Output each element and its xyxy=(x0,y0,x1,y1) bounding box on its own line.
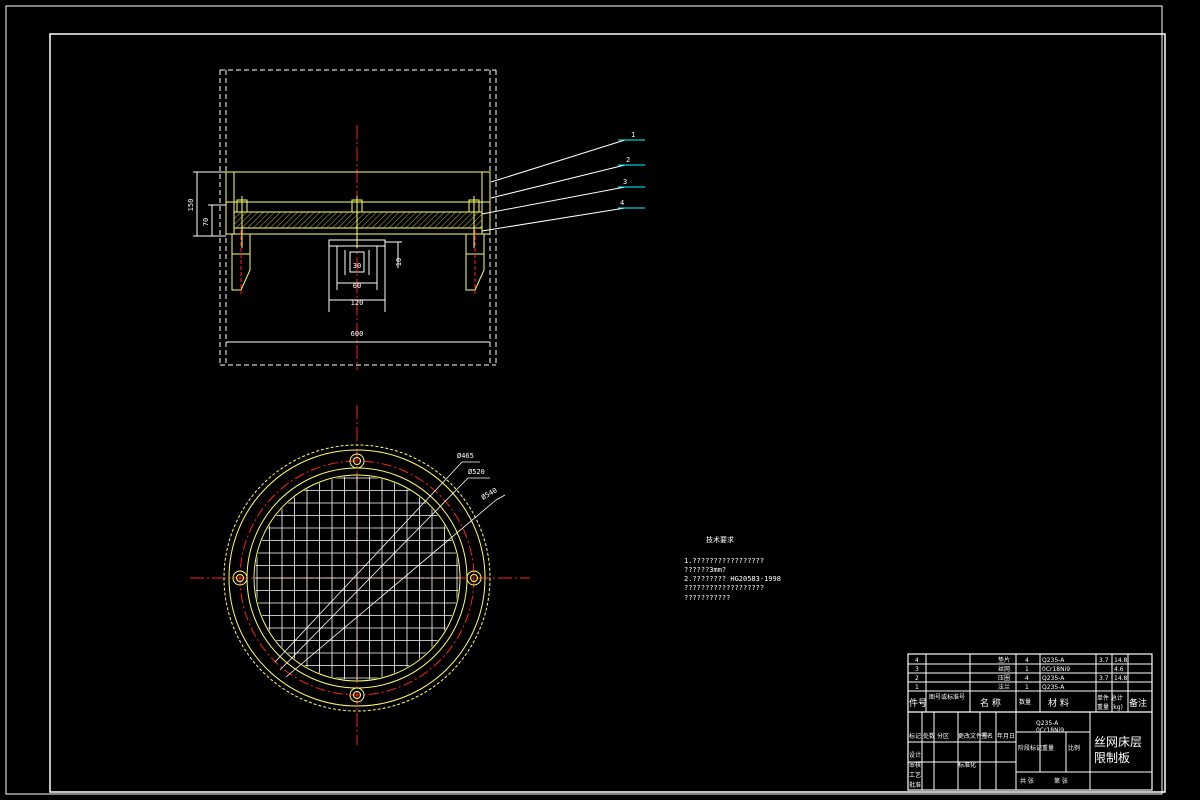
label-stage: 阶段标记 xyxy=(1018,744,1042,752)
title-block-fields: Q235-A 0Cr18Ni9 标记 处数 分区 更改文件号 签名 年月日 设计… xyxy=(909,720,1142,789)
material-2: 0Cr18Ni9 xyxy=(1036,727,1064,734)
label-count: 处数 xyxy=(923,732,935,740)
label-sheet: 第 张 xyxy=(1054,777,1068,785)
label-sign: 签名 xyxy=(981,732,993,740)
dim-bolt: 30 xyxy=(353,262,361,270)
label-change-doc: 更改文件号 xyxy=(958,732,988,740)
label-weight: 重量 xyxy=(1042,744,1054,752)
part-total-weight: 14.8 xyxy=(1114,657,1128,664)
section-view: 150 70 30 10 60 120 600 1 2 3 4 xyxy=(187,69,645,370)
dim-overall-width: 600 xyxy=(351,330,364,338)
label-scale: 比例 xyxy=(1068,744,1080,752)
dim-height-total: 150 xyxy=(187,199,195,212)
dim-diameter-540: Ø540 xyxy=(480,486,499,501)
drawing-title-line-1: 丝网床层 xyxy=(1094,735,1142,749)
part-no: 2 xyxy=(915,675,919,682)
dim-diameter-520: Ø520 xyxy=(468,468,485,476)
part-unit-weight: 3.7 xyxy=(1099,675,1109,682)
part-unit-weight: 3.7 xyxy=(1099,657,1109,664)
outer-border xyxy=(5,5,1163,795)
technical-notes-title: 技术要求 xyxy=(706,535,734,544)
label-date: 年月日 xyxy=(997,732,1015,740)
part-material: Q235-A xyxy=(1042,684,1065,691)
leader-label-2: 2 xyxy=(626,156,630,164)
title-block xyxy=(907,653,1153,791)
part-material: Q235-A xyxy=(1042,657,1065,664)
dim-diameter-465: Ø465 xyxy=(457,452,474,460)
header-standard: 图号或标准号 xyxy=(929,693,965,701)
inner-border xyxy=(49,33,1166,793)
part-qty: 1 xyxy=(1025,684,1029,691)
part-total-weight: 14.8 xyxy=(1114,675,1128,682)
part-qty: 4 xyxy=(1025,675,1029,682)
part-no: 1 xyxy=(915,684,919,691)
label-zone: 分区 xyxy=(937,732,949,740)
part-name: 垫片 xyxy=(998,656,1010,664)
leader-label-3: 3 xyxy=(623,178,627,186)
header-material: 材 料 xyxy=(1048,697,1069,709)
header-name: 名 称 xyxy=(980,697,1001,709)
part-name: 丝网 xyxy=(998,665,1010,673)
drawing-title-line-2: 限制板 xyxy=(1094,751,1130,765)
part-no: 3 xyxy=(915,666,919,673)
part-no: 4 xyxy=(915,657,919,664)
dim-outer-width: 120 xyxy=(351,299,364,307)
technical-note-line-4: ??????????????????? xyxy=(684,584,764,592)
technical-note-line-2: ??????3mm? xyxy=(684,566,726,574)
part-total-weight: 4.6 xyxy=(1114,666,1124,673)
label-process: 工艺 xyxy=(909,771,921,779)
technical-notes: 技术要求 1.????????????????? ??????3mm? 2.??… xyxy=(684,535,781,602)
plan-view: Ø465 Ø520 Ø540 xyxy=(190,405,530,745)
label-approve: 批准 xyxy=(909,781,921,789)
part-qty: 1 xyxy=(1025,666,1029,673)
label-check: 审核 xyxy=(909,761,921,769)
dim-small-height: 10 xyxy=(395,258,403,266)
leader-label-4: 4 xyxy=(620,199,624,207)
label-rev: 标记 xyxy=(909,732,921,740)
dim-height-partial: 70 xyxy=(202,218,210,226)
label-sheets: 共 张 xyxy=(1020,777,1034,785)
part-material: Q235-A xyxy=(1042,675,1065,682)
label-standard: 标准化 xyxy=(958,761,976,769)
part-material: 0Cr18Ni9 xyxy=(1042,666,1070,673)
technical-note-line-5: ??????????? xyxy=(684,594,730,602)
parts-list-header: 件号 图号或标准号 名 称 数量 材 料 单件 总计 重量 (kg) 备注 xyxy=(909,693,1147,711)
part-name: 压圈 xyxy=(998,675,1010,682)
technical-note-line-1: 1.????????????????? xyxy=(684,557,764,565)
part-name: 法兰 xyxy=(998,683,1010,691)
header-weight: 单件 总计 xyxy=(1097,694,1123,702)
header-qty: 数量 xyxy=(1019,698,1031,706)
technical-note-line-3: 2.???????? HG20583-1998 xyxy=(684,575,781,583)
header-remark: 备注 xyxy=(1129,697,1147,709)
wire-mesh-grid xyxy=(255,476,459,680)
header-part-no: 件号 xyxy=(909,697,927,709)
label-design: 设计 xyxy=(909,751,921,759)
material-1: Q235-A xyxy=(1036,720,1059,727)
dim-inner-width: 60 xyxy=(353,282,361,290)
header-weight-unit: 重量 (kg) xyxy=(1097,703,1123,711)
part-qty: 4 xyxy=(1025,657,1029,664)
leader-label-1: 1 xyxy=(631,131,635,139)
